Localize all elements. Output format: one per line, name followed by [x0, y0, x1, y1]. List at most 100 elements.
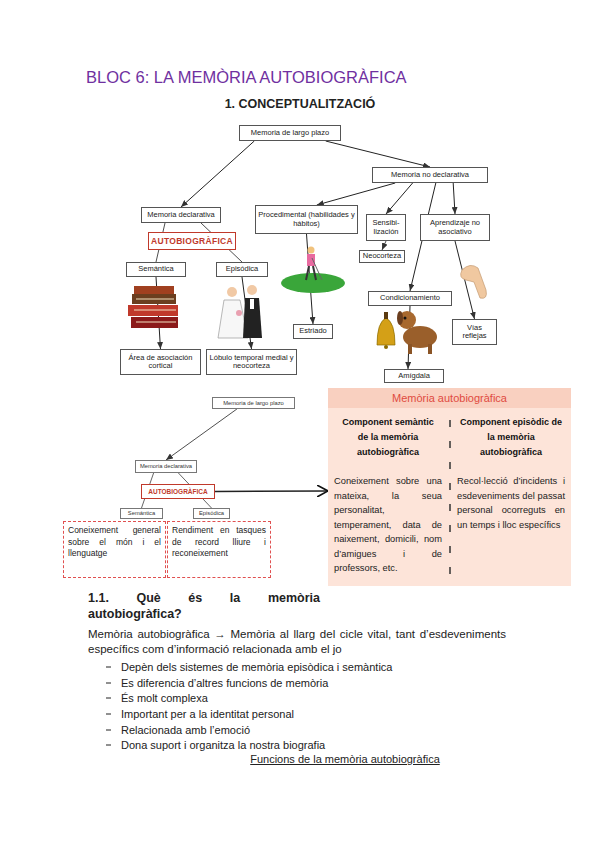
connector-line — [455, 241, 475, 319]
memory-box: Semántica — [126, 262, 186, 277]
node-text: Memoria declarativa — [147, 211, 215, 219]
node-text: Rendiment en tasques de record lliure i … — [172, 525, 266, 560]
golfer-illustration-part — [308, 247, 315, 254]
memory-box: Episódica — [193, 508, 230, 519]
memory-box: Sensibi- lización — [366, 214, 406, 241]
books-illustration-part — [134, 310, 176, 311]
golfer-illustration — [281, 247, 345, 294]
books-illustration-part — [131, 317, 178, 328]
bullet-item: Dona suport i organitza la nostra biogra… — [121, 738, 541, 752]
dog-illustration-part — [408, 344, 412, 354]
node-text: Memoria de largo plazo — [223, 400, 284, 406]
connector-line — [242, 277, 252, 349]
bullet-dash-part — [106, 667, 111, 668]
node-text: AUTOBIOGRÀFICA — [151, 236, 233, 246]
column-heading: Component semàntic de la memòria autobio… — [336, 415, 440, 460]
brain-area-box: Estriado — [293, 324, 333, 339]
bullet-item: Important per a la identitat personal — [121, 707, 541, 721]
dog-illustration-part — [428, 344, 432, 354]
golfer-illustration-part — [313, 266, 316, 280]
node-text: Sensibi- lización — [368, 219, 404, 236]
node-text: Procedimental (habilidades y hábitos) — [257, 211, 356, 228]
connector-line — [215, 490, 328, 492]
brain-area-box: Amígdala — [384, 369, 444, 383]
node-text: Episódica — [226, 265, 259, 273]
couple-illustration — [218, 285, 262, 338]
bullet-dash-part — [106, 730, 111, 731]
panel-title: Memòria autobiogràfica — [328, 388, 571, 408]
connector-line — [156, 277, 161, 349]
couple-illustration-part — [236, 310, 242, 316]
arm-illustration-part — [461, 265, 487, 298]
column-heading: Component episòdic de la memòria autobio… — [459, 415, 563, 460]
couple-illustration-part — [218, 300, 248, 338]
node-text: Semántica — [128, 510, 155, 516]
memory-box: Condicionamiento — [368, 291, 452, 306]
dog-illustration-part — [397, 311, 403, 325]
bullet-dash-part — [106, 683, 111, 684]
bullet-dash-part — [106, 745, 111, 746]
bullet-item: És molt complexa — [121, 691, 541, 705]
section-heading: 1. CONCEPTUALITZACIÓ — [150, 97, 450, 111]
node-text: Episódica — [199, 510, 224, 516]
body-paragraph: Memòria autobiogràfica → Memòria al llar… — [88, 627, 506, 657]
connector-line — [307, 234, 314, 324]
connector-line — [386, 183, 413, 214]
couple-illustration-part — [227, 287, 237, 297]
dog-illustration-part — [404, 317, 407, 320]
bullet-dash-part — [106, 698, 111, 699]
node-text: Memoria no declarativa — [391, 171, 469, 179]
column-body: Recol·lecció d’incidents i esdeveniments… — [457, 474, 565, 532]
node-text: Vías reflejas — [454, 324, 495, 341]
node-text: Amígdala — [398, 372, 430, 380]
memory-box: Procedimental (habilidades y hábitos) — [255, 205, 358, 234]
node-text: Estriado — [299, 327, 327, 335]
summary-panel: Memòria autobiogràficaComponent semàntic… — [328, 388, 571, 586]
node-text: Aprendizaje no asociativo — [422, 219, 488, 236]
bullet-item: Es diferencia d’altres funcions de memòr… — [121, 676, 541, 690]
golfer-illustration-part — [281, 273, 345, 293]
couple-illustration-part — [250, 299, 254, 309]
subsection-heading: 1.1. Què és la memòria autobiogràfica? — [88, 590, 320, 622]
memory-box: Aprendizaje no asociativo — [420, 214, 490, 241]
books-illustration-part — [136, 322, 176, 323]
couple-illustration-part — [243, 298, 262, 338]
connector-line — [181, 141, 254, 207]
underlined-heading: Funcions de la memòria autobiogràfica — [150, 753, 540, 765]
bell-illustration-part — [384, 312, 388, 319]
golfer-illustration-part — [306, 266, 309, 280]
bullet-dash-part — [106, 714, 111, 715]
connector-line — [317, 183, 395, 205]
arm-illustration — [461, 265, 487, 298]
node-text: Semántica — [138, 265, 173, 273]
dog-illustration-part — [398, 311, 416, 329]
memory-box: Memoria de largo plazo — [239, 125, 341, 141]
brain-area-box: Área de asociación cortical — [120, 349, 201, 375]
node-text: AUTOBIOGRÀFICA — [148, 488, 207, 495]
memory-box: Memoria de largo plazo — [212, 397, 295, 409]
memory-box: Episódica — [216, 262, 268, 277]
node-text: Neocorteza — [363, 252, 401, 260]
brain-area-box: Vías reflejas — [452, 319, 497, 345]
books-illustration-part — [136, 299, 174, 300]
node-text: Memoria declarativa — [140, 463, 192, 469]
node-text: Lóbulo temporal medial y neocorteza — [208, 354, 295, 371]
node-text: Memoria de largo plazo — [251, 129, 329, 137]
books-illustration — [128, 286, 178, 328]
bell-illustration-part — [377, 318, 395, 345]
connector-line — [382, 241, 386, 250]
brain-area-box: Neocorteza — [359, 250, 405, 263]
bullet-item: Relacionada amb l’emoció — [121, 723, 541, 737]
couple-illustration-part — [247, 285, 257, 295]
connector-line — [166, 409, 237, 460]
dog-illustration-part — [403, 326, 437, 348]
memory-box: Semántica — [120, 508, 163, 519]
bell-illustration-part — [384, 345, 388, 349]
highlight-box: AUTOBIOGRÀFICA — [148, 232, 236, 250]
node-text: Coneixement general sobre el món i el ll… — [68, 525, 161, 560]
connector-line — [326, 141, 430, 167]
books-illustration-part — [134, 286, 174, 294]
node-text: Condicionamiento — [380, 294, 440, 302]
dashed-note-box: Coneixement general sobre el món i el ll… — [63, 521, 166, 578]
